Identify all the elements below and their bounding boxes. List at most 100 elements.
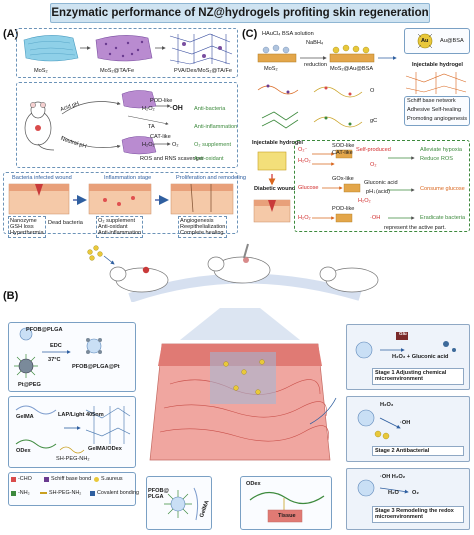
- outcome-alleviate-hypoxia: Alleviate hypoxia: [420, 147, 462, 153]
- label-odex: ODex: [16, 448, 31, 454]
- label-reagents: HAuCl₄ BSA solution: [262, 31, 314, 37]
- mechanism-sheets: [121, 90, 157, 155]
- label-au: Au: [421, 38, 429, 44]
- property-adhesive: Adhesive Self-healing: [407, 107, 462, 113]
- label-nabh4: NaBH₄: [306, 40, 324, 46]
- label-glu: Glu: [399, 331, 407, 336]
- stage-inflammation: Inflammation stage: [104, 175, 152, 181]
- stage-bacteria-infected: Bacteria infected wound: [12, 175, 72, 181]
- stage-1-equation: H₂O₂ + Gluconic acid: [392, 354, 449, 360]
- effect-anti-oxidant: Anti-oxidant: [194, 156, 224, 162]
- label-pt-peg: Pt@PEG: [18, 382, 41, 388]
- cascade-o2-out: O₂: [370, 162, 377, 168]
- outcome-eradicate-bacteria: Eradicate bacteria: [420, 215, 466, 221]
- label-reduction: reduction: [304, 62, 328, 68]
- panel-b-hydrogel-box: [8, 396, 136, 468]
- cascade-h2o2-1: H₂O₂: [298, 158, 311, 164]
- hydrogel-block-art: [257, 151, 287, 186]
- cascade-sod-like: SOD-like: [332, 143, 355, 149]
- panel-c-synthesis-art: [257, 44, 397, 63]
- cascade-o2-minus: O₂⁻: [298, 147, 308, 153]
- panel-b-legend-box: [8, 472, 136, 506]
- tissue-block-art: [149, 308, 337, 461]
- stage-2-h2o2: H₂O₂: [380, 402, 394, 408]
- pva-dex-network: [169, 33, 233, 65]
- stage-note-3: Angiogenesis Reepithelialization Complet…: [178, 216, 228, 239]
- au-particle-icon: [417, 33, 433, 49]
- legend-schiff-base: Schiff base bond: [44, 476, 91, 482]
- cascade-arrows: [312, 149, 415, 223]
- schiff-base-swatch-icon: [44, 476, 49, 482]
- legend-sh-peg-label: SH-PEG-NH₂: [49, 490, 82, 496]
- stage-note-2: O₂ supplement Anti-oxidant Anti-inflamma…: [96, 216, 144, 239]
- label-edc: EDC: [50, 343, 62, 349]
- label-dead-bacteria: Dead bacteria: [48, 220, 83, 226]
- effect-o2-supplement: O₂ supplement: [194, 142, 231, 148]
- label-active-part: represent the active part.: [384, 225, 446, 231]
- polymer-chains-art: [257, 84, 363, 129]
- panel-a-mechanism-box: [16, 82, 238, 168]
- label-ros-rns: ROS and RNS scavenger: [140, 156, 204, 162]
- panel-c-label: (C): [242, 28, 258, 40]
- effect-anti-bacteria: Anti-bacteria: [194, 106, 226, 112]
- mouse-illustration: [24, 101, 55, 151]
- outcome-consume-glucose: Consume glucose: [420, 186, 465, 192]
- diabetic-wound-art: [253, 199, 291, 223]
- panel-a-materials-box: [16, 28, 238, 78]
- stage-1-art: [355, 332, 456, 359]
- label-oh: ·OH: [170, 105, 183, 112]
- legend-cho: -CHO: [11, 476, 32, 482]
- cho-swatch-icon: [11, 476, 16, 482]
- stage-3-o2: O₂: [412, 490, 419, 496]
- stage-note-1: Nanozyme GSH loss Hyperthermia: [8, 216, 46, 239]
- cascade-h2o2-3: H₂O₂: [298, 215, 311, 221]
- label-pod-like: POD-like: [150, 98, 173, 104]
- covalent-swatch-icon: [90, 490, 95, 496]
- cascade-h2o2-2: H₂O₂: [358, 198, 371, 204]
- skin-stages-art: [8, 183, 234, 215]
- hydrogel-network-art: [405, 72, 467, 94]
- cascade-pod-like: POD-like: [332, 206, 355, 212]
- label-o: O: [370, 88, 375, 94]
- label-ta: TA: [148, 124, 155, 130]
- label-pfob-plga-pt: PFOB@PLGA@Pt: [72, 364, 120, 370]
- label-pfob-plga: PFOB@PLGA: [26, 327, 63, 333]
- legend-nh2-label: -NH₂: [18, 490, 30, 496]
- label-injectable-hydrogel-2: Injectable hydrogel: [252, 140, 303, 146]
- label-diabetic-wound: Diabetic wound: [254, 186, 296, 192]
- nanoparticle-art: [14, 327, 102, 378]
- stage-2-art: [357, 409, 401, 440]
- label-gelma: GelMA: [16, 414, 34, 420]
- property-angiogenesis: Promoting angiogenesis: [407, 116, 468, 122]
- legend-schiff-base-label: Schiff base bond: [51, 476, 92, 482]
- mos2-sheet: [23, 35, 79, 62]
- label-au-bsa: Au@BSA: [440, 38, 464, 44]
- cascade-ph-acid: pH↓(acid): [366, 189, 390, 195]
- label-odex-small: ODex: [246, 481, 261, 487]
- cascade-self-produced: Self-produced: [356, 147, 391, 153]
- stage-3-oh-h2o2: ·OH H₂O₂: [380, 474, 406, 480]
- cascade-gox-like: GOx-like: [332, 176, 354, 182]
- hydrogel-properties-box: [404, 96, 470, 126]
- label-h2o2-b: H₂O₂: [142, 142, 155, 148]
- panel-a-stages-box: [3, 172, 238, 234]
- cascade-gluconic: Gluconic acid: [364, 180, 398, 186]
- panel-b-label: (B): [3, 290, 19, 302]
- mos2-ta-fe-sheet: [95, 35, 153, 62]
- mice-row-art: [87, 243, 379, 302]
- hydrogel-polymer-art: [15, 405, 131, 454]
- stage-3-label: Stage 3 Remodeling the redox microenviro…: [372, 506, 464, 523]
- label-tissue: Tissue: [278, 513, 296, 519]
- label-injectable-hydrogel: Injectable hydrogel: [412, 62, 463, 68]
- effect-anti-inflammation: Anti-inflammation: [194, 124, 238, 130]
- label-temp: 37°C: [48, 357, 61, 363]
- legend-covalent-label: Covalent bonding: [97, 490, 139, 496]
- panel-a-label: (A): [3, 28, 19, 40]
- stage-2-oh: ·OH: [400, 420, 411, 426]
- mini-tissue-box: [240, 476, 332, 530]
- legend-s-aureus: S.aureus: [94, 476, 123, 482]
- legend-sh-peg: SH-PEG-NH₂: [40, 490, 81, 496]
- label-h2o2-a: H₂O₂: [142, 106, 155, 112]
- mini-nanoparticle-art: [164, 487, 199, 521]
- stage-2-label: Stage 2 Antibacterial: [372, 446, 464, 457]
